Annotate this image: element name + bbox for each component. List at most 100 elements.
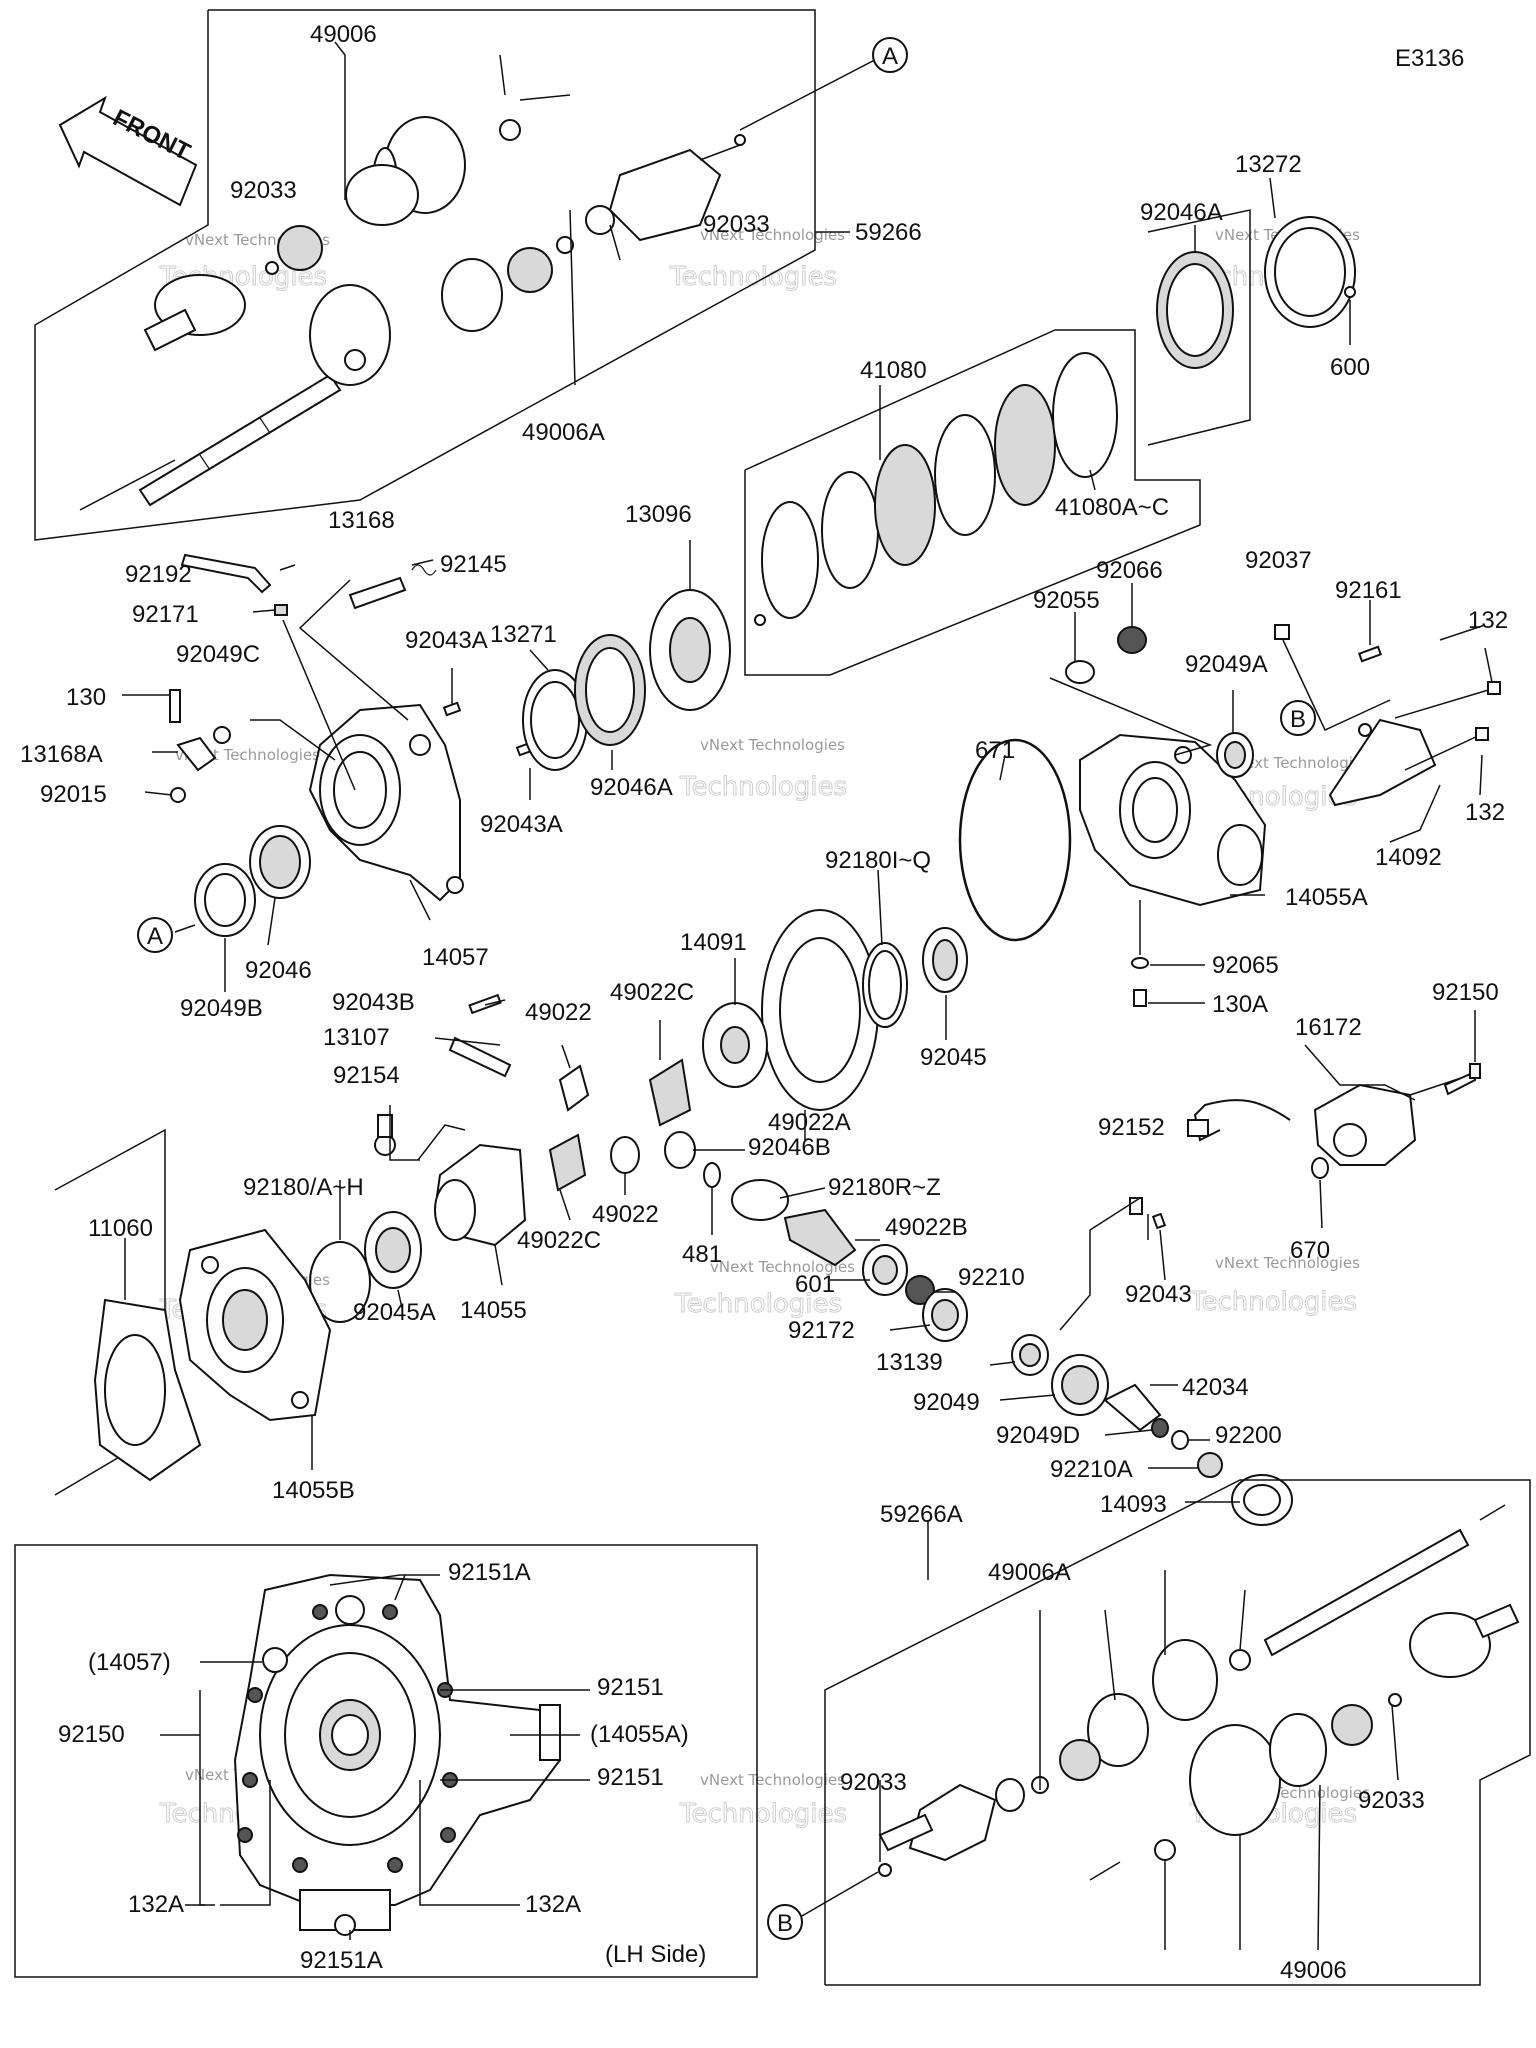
part-label-49006: 49006 [310, 21, 377, 48]
lh-side-inset [14, 1544, 758, 1978]
part-label-92161: 92161 [1335, 577, 1402, 604]
part-label-481: 481 [682, 1241, 722, 1268]
part-label-92171: 92171 [132, 601, 199, 628]
part-label-41080: 41080 [860, 357, 927, 384]
part-label-92055: 92055 [1033, 587, 1100, 614]
part-label-92151a: 92151A [300, 1947, 383, 1974]
part-label-42034: 42034 [1182, 1374, 1249, 1401]
part-label-92180i-q: 92180I~Q [825, 847, 931, 874]
part-label-59266a: 59266A [880, 1501, 963, 1528]
watermark-text: Technologies [679, 1799, 847, 1829]
part-label-92043a: 92043A [405, 627, 488, 654]
part-label-92150: 92150 [1432, 979, 1499, 1006]
part-label-14093: 14093 [1100, 1491, 1167, 1518]
part-label-132a: 132A [525, 1891, 581, 1918]
part-label-132: 132 [1468, 607, 1508, 634]
watermark-text: vNext Technologies [700, 736, 845, 754]
part-label-92043: 92043 [1125, 1281, 1192, 1308]
part-label-49022c: 49022C [610, 979, 694, 1006]
part-label-92151: 92151 [597, 1764, 664, 1791]
part-label-92172: 92172 [788, 1317, 855, 1344]
part-label-14055: 14055 [460, 1297, 527, 1324]
inset-caption: (LH Side) [605, 1941, 706, 1968]
watermark-text: Technologies [674, 1289, 842, 1319]
watermark-text: vNext Technologies [710, 1258, 855, 1276]
part-label-92210a: 92210A [1050, 1456, 1133, 1483]
rear-housing-group [958, 583, 1501, 1007]
part-label-92154: 92154 [333, 1062, 400, 1089]
part-label-14092: 14092 [1375, 844, 1442, 871]
part-label-14055a: 14055A [1285, 884, 1368, 911]
part-label-92033: 92033 [840, 1769, 907, 1796]
part-label-671: 671 [975, 737, 1015, 764]
front-housing-group [122, 540, 731, 992]
watermark-text: vNext Technologies [1225, 754, 1370, 772]
part-label-13096: 13096 [625, 501, 692, 528]
part-label-92049b: 92049B [180, 995, 263, 1022]
watermark-text: Technologies [679, 772, 847, 802]
part-label-92033: 92033 [703, 211, 770, 238]
part-label-92180-a-h: 92180/A~H [243, 1174, 364, 1201]
watermark-text: vNext Technologies [700, 1771, 845, 1789]
part-label-92210: 92210 [958, 1264, 1025, 1291]
watermark-text: vNext Technologies [1215, 1254, 1360, 1272]
part-label-13272: 13272 [1235, 151, 1302, 178]
part-label-92049a: 92049A [1185, 651, 1268, 678]
part-label-92049c: 92049C [176, 641, 260, 668]
part-label-49022c: 49022C [517, 1227, 601, 1254]
part-label-92049: 92049 [913, 1389, 980, 1416]
part-label-92015: 92015 [40, 781, 107, 808]
part-label-92192: 92192 [125, 561, 192, 588]
part-label-132a: 132A [128, 1891, 184, 1918]
pinion-output-group [989, 1197, 1293, 1526]
part-label-92200: 92200 [1215, 1422, 1282, 1449]
part-label-49022: 49022 [525, 999, 592, 1026]
watermark-text: Technologies [669, 262, 837, 292]
callout-circle-a [872, 37, 908, 73]
part-label-670: 670 [1290, 1237, 1330, 1264]
part-label-13271: 13271 [490, 621, 557, 648]
part-label-92151a: 92151A [448, 1559, 531, 1586]
part-label-92045a: 92045A [353, 1299, 436, 1326]
part-label-92033: 92033 [1358, 1787, 1425, 1814]
callout-circle-b [1280, 700, 1316, 736]
part-label-49006: 49006 [1280, 1957, 1347, 1984]
part-label-14091: 14091 [680, 929, 747, 956]
part-label-49006a: 49006A [988, 1559, 1071, 1586]
watermark-text: vNext Technologies [700, 226, 845, 244]
part-label-92049d: 92049D [996, 1422, 1080, 1449]
part-label-92152: 92152 [1098, 1114, 1165, 1141]
part-label-600: 600 [1330, 354, 1370, 381]
part-label-92046a: 92046A [590, 774, 673, 801]
part-label-49022: 49022 [592, 1201, 659, 1228]
callout-circle-a [137, 917, 173, 953]
front-drive-shaft-assembly [34, 9, 891, 541]
part-label-13168: 13168 [328, 507, 395, 534]
part-label-16172: 16172 [1295, 1014, 1362, 1041]
callout-b-label: B [1290, 706, 1306, 733]
part-label-41080a-c: 41080A~C [1055, 494, 1169, 521]
part-label-92046a: 92046A [1140, 199, 1223, 226]
clutch-plate-set [744, 329, 1201, 676]
part-label-14055a-ref: (14055A) [590, 1721, 689, 1748]
part-label-92151: 92151 [597, 1674, 664, 1701]
callout-b-label: B [777, 1910, 793, 1937]
part-label-92066: 92066 [1096, 557, 1163, 584]
part-label-59266: 59266 [855, 219, 922, 246]
part-label-13139: 13139 [876, 1349, 943, 1376]
part-label-49022b: 49022B [885, 1214, 968, 1241]
part-label-14057: 14057 [422, 944, 489, 971]
part-label-92033: 92033 [230, 177, 297, 204]
part-label-130: 130 [66, 684, 106, 711]
thrust-washer-group [1147, 177, 1356, 446]
part-label-92150: 92150 [58, 1721, 125, 1748]
part-label-132: 132 [1465, 799, 1505, 826]
part-label-11060: 11060 [88, 1215, 153, 1242]
part-label-13168a: 13168A [20, 741, 103, 768]
front-arrow-icon: FRONT [58, 95, 198, 207]
part-label-92037: 92037 [1245, 547, 1312, 574]
part-label-92046b: 92046B [748, 1134, 831, 1161]
part-label-13107: 13107 [323, 1024, 390, 1051]
part-label-92043a: 92043A [480, 811, 563, 838]
